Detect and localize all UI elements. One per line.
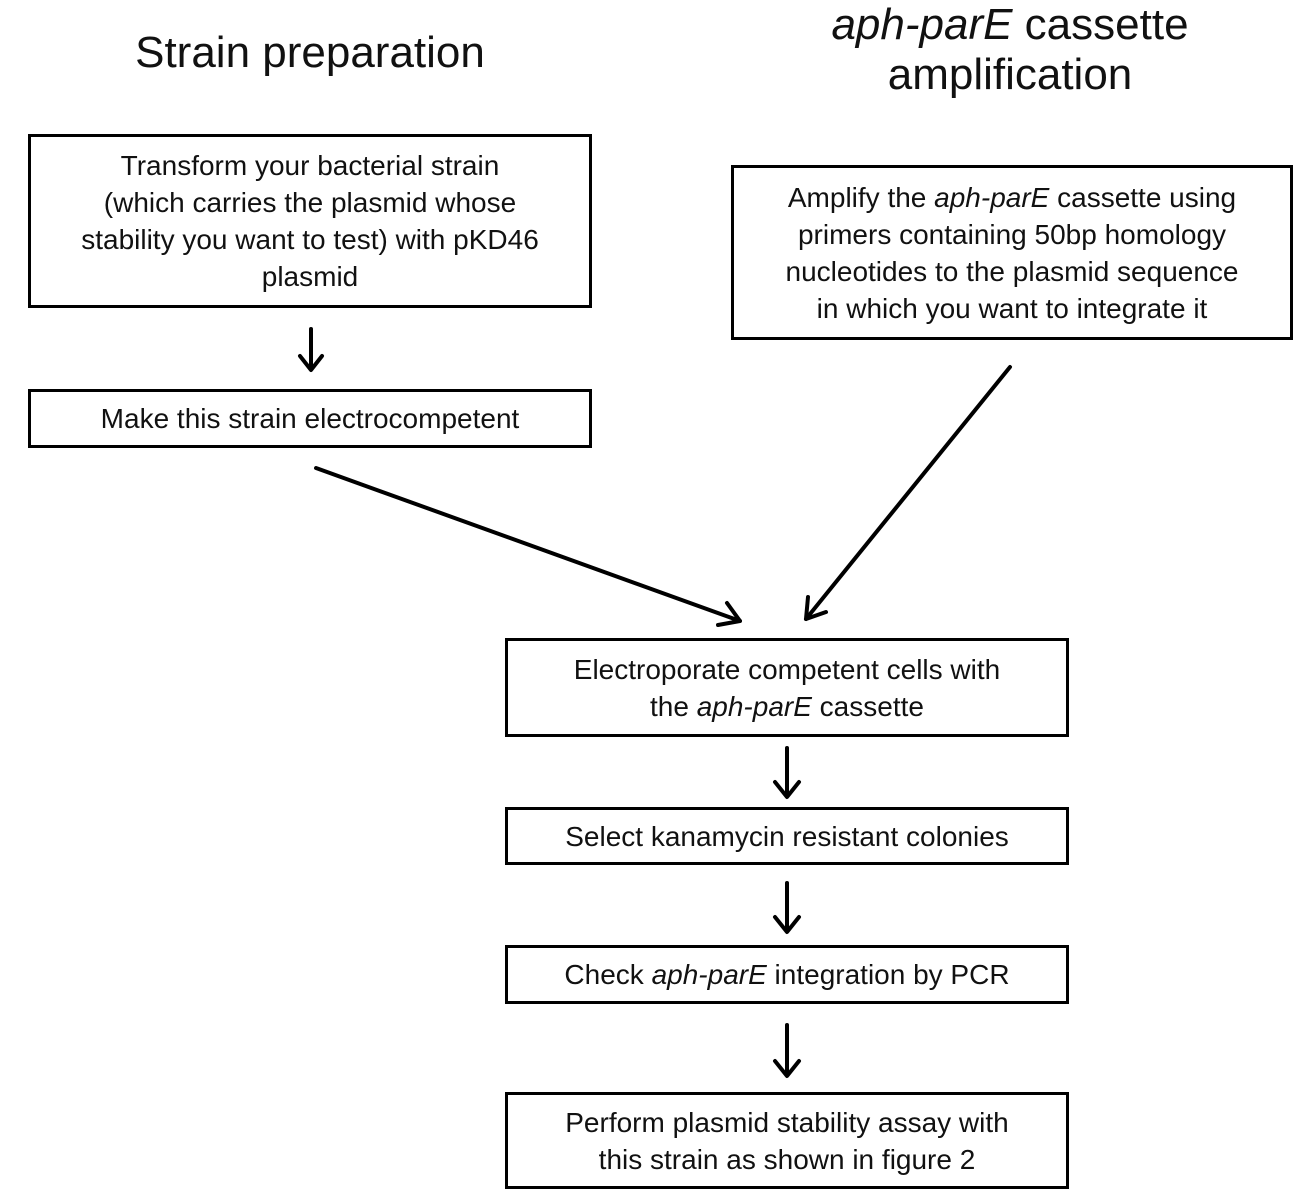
step-assay-box: Perform plasmid stability assay with thi…	[505, 1092, 1069, 1189]
step-transform-line: plasmid	[261, 261, 359, 292]
arrow-check-to-assay	[773, 1023, 801, 1078]
step-transform-text: Transform your bacterial strain (which c…	[81, 147, 539, 295]
step-assay-line: Perform plasmid stability assay with	[565, 1106, 1009, 1138]
step-assay-line: this strain as shown in figure 2	[598, 1143, 976, 1175]
arrow-transform-to-electrocompetent	[298, 327, 324, 372]
heading-right-italic: aph-parE	[831, 0, 1013, 49]
step-amplify-line1-pre: Amplify the	[787, 181, 935, 213]
step-check-post: integration by PCR	[766, 959, 1010, 990]
heading-cassette-amplification: aph-parE cassette amplification	[760, 0, 1260, 100]
step-amplify-line3: nucleotides to the plasmid sequence	[785, 255, 1239, 287]
heading-right-rest: cassette	[1012, 0, 1189, 49]
step-amplify-line1-italic: aph-parE	[934, 181, 1050, 213]
step-transform-line: (which carries the plasmid whose	[103, 187, 517, 218]
step-select-text: Select kanamycin resistant colonies	[565, 820, 1009, 852]
step-check-text: Check aph-parE integration by PCR	[564, 956, 1009, 993]
step-select-box: Select kanamycin resistant colonies	[505, 807, 1069, 865]
step-electrocompetent-box: Make this strain electrocompetent	[28, 389, 592, 448]
step-amplify-line1-post: cassette using	[1049, 181, 1237, 213]
step-amplify-line2: primers containing 50bp homology	[797, 218, 1227, 250]
arrow-electrocompetent-to-electroporate	[314, 466, 742, 627]
step-transform-line: Transform your bacterial strain	[120, 150, 500, 181]
step-electroporate-line2-post: cassette	[811, 690, 924, 722]
step-amplify-line1: Amplify the aph-parE cassette using	[786, 179, 1239, 216]
step-electrocompetent-text: Make this strain electrocompetent	[100, 403, 520, 434]
step-electroporate-line2: the aph-parE cassette	[574, 688, 1000, 725]
step-amplify-line4: in which you want to integrate it	[816, 292, 1208, 324]
heading-strain-preparation: Strain preparation	[60, 28, 560, 78]
heading-left-text: Strain preparation	[135, 28, 485, 77]
step-electroporate-text: Electroporate competent cells with the a…	[574, 651, 1000, 725]
step-transform-line: stability you want to test) with pKD46	[81, 224, 539, 255]
step-amplify-box: Amplify the aph-parE cassette using prim…	[731, 165, 1293, 340]
arrow-select-to-check	[773, 881, 801, 934]
step-transform-box: Transform your bacterial strain (which c…	[28, 134, 592, 308]
step-amplify-text: Amplify the aph-parE cassette using prim…	[786, 179, 1239, 327]
heading-right-line2: amplification	[887, 50, 1133, 99]
step-check-box: Check aph-parE integration by PCR	[505, 945, 1069, 1004]
step-check-italic: aph-parE	[651, 959, 767, 990]
step-electroporate-box: Electroporate competent cells with the a…	[505, 638, 1069, 737]
step-electroporate-line1: Electroporate competent cells with	[573, 653, 1001, 685]
step-assay-text: Perform plasmid stability assay with thi…	[565, 1104, 1008, 1178]
heading-right-line1: aph-parE cassette	[760, 0, 1260, 50]
step-electroporate-line2-italic: aph-parE	[696, 690, 812, 722]
step-check-pre: Check	[564, 959, 652, 990]
arrow-amplify-to-electroporate	[804, 365, 1012, 621]
step-electroporate-line2-pre: the	[650, 690, 697, 722]
arrow-electroporate-to-select	[773, 746, 801, 799]
